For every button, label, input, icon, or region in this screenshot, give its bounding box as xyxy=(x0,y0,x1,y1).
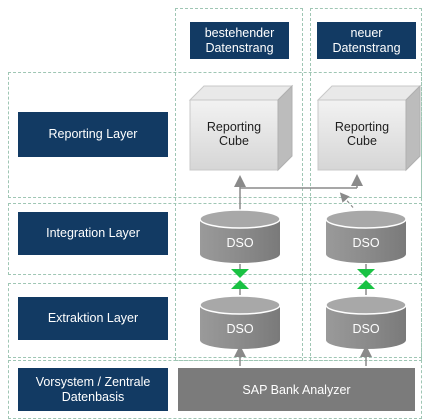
source-to-dso-arrows xyxy=(234,345,372,366)
layer-extraction-label: Extraktion Layer xyxy=(47,311,139,325)
integration-to-cube-connectors xyxy=(234,174,363,213)
green-connector-new xyxy=(357,264,375,295)
reporting-cube-existing-label: Reporting Cube xyxy=(206,120,262,148)
header-existing-label: bestehender Datenstrang xyxy=(204,25,275,55)
dso-label-integration-existing: DSO xyxy=(226,236,254,250)
dso-label-integration-new: DSO xyxy=(352,236,380,250)
dso-label-extraction-existing: DSO xyxy=(226,322,254,336)
dso-cylinder-extraction-existing xyxy=(199,295,281,349)
header-existing-datastream: bestehender Datenstrang xyxy=(190,22,289,59)
dso-cylinder-integration-existing xyxy=(199,209,281,263)
dso-label-extraction-new: DSO xyxy=(352,322,380,336)
reporting-cube-new-label: Reporting Cube xyxy=(334,120,390,148)
column-frame-existing xyxy=(175,8,303,361)
layer-reporting-label: Reporting Layer xyxy=(48,127,138,141)
reporting-cube-existing xyxy=(188,84,294,172)
layer-integration: Integration Layer xyxy=(18,212,168,255)
layer-reporting: Reporting Layer xyxy=(18,112,168,157)
source-system-label: SAP Bank Analyzer xyxy=(242,382,351,397)
reporting-cube-new xyxy=(316,84,422,172)
header-new-label: neuer Datenstrang xyxy=(332,25,401,55)
header-new-datastream: neuer Datenstrang xyxy=(317,22,416,59)
layer-extraction: Extraktion Layer xyxy=(18,297,168,340)
dso-cylinder-extraction-new xyxy=(325,295,407,349)
green-connector-existing xyxy=(231,264,249,295)
dso-cylinder-integration-new xyxy=(325,209,407,263)
layer-source: Vorsystem / Zentrale Datenbasis xyxy=(18,368,168,411)
source-system-bar: SAP Bank Analyzer xyxy=(178,368,415,411)
layer-integration-label: Integration Layer xyxy=(46,226,140,240)
layer-source-label: Vorsystem / Zentrale Datenbasis xyxy=(35,374,151,404)
